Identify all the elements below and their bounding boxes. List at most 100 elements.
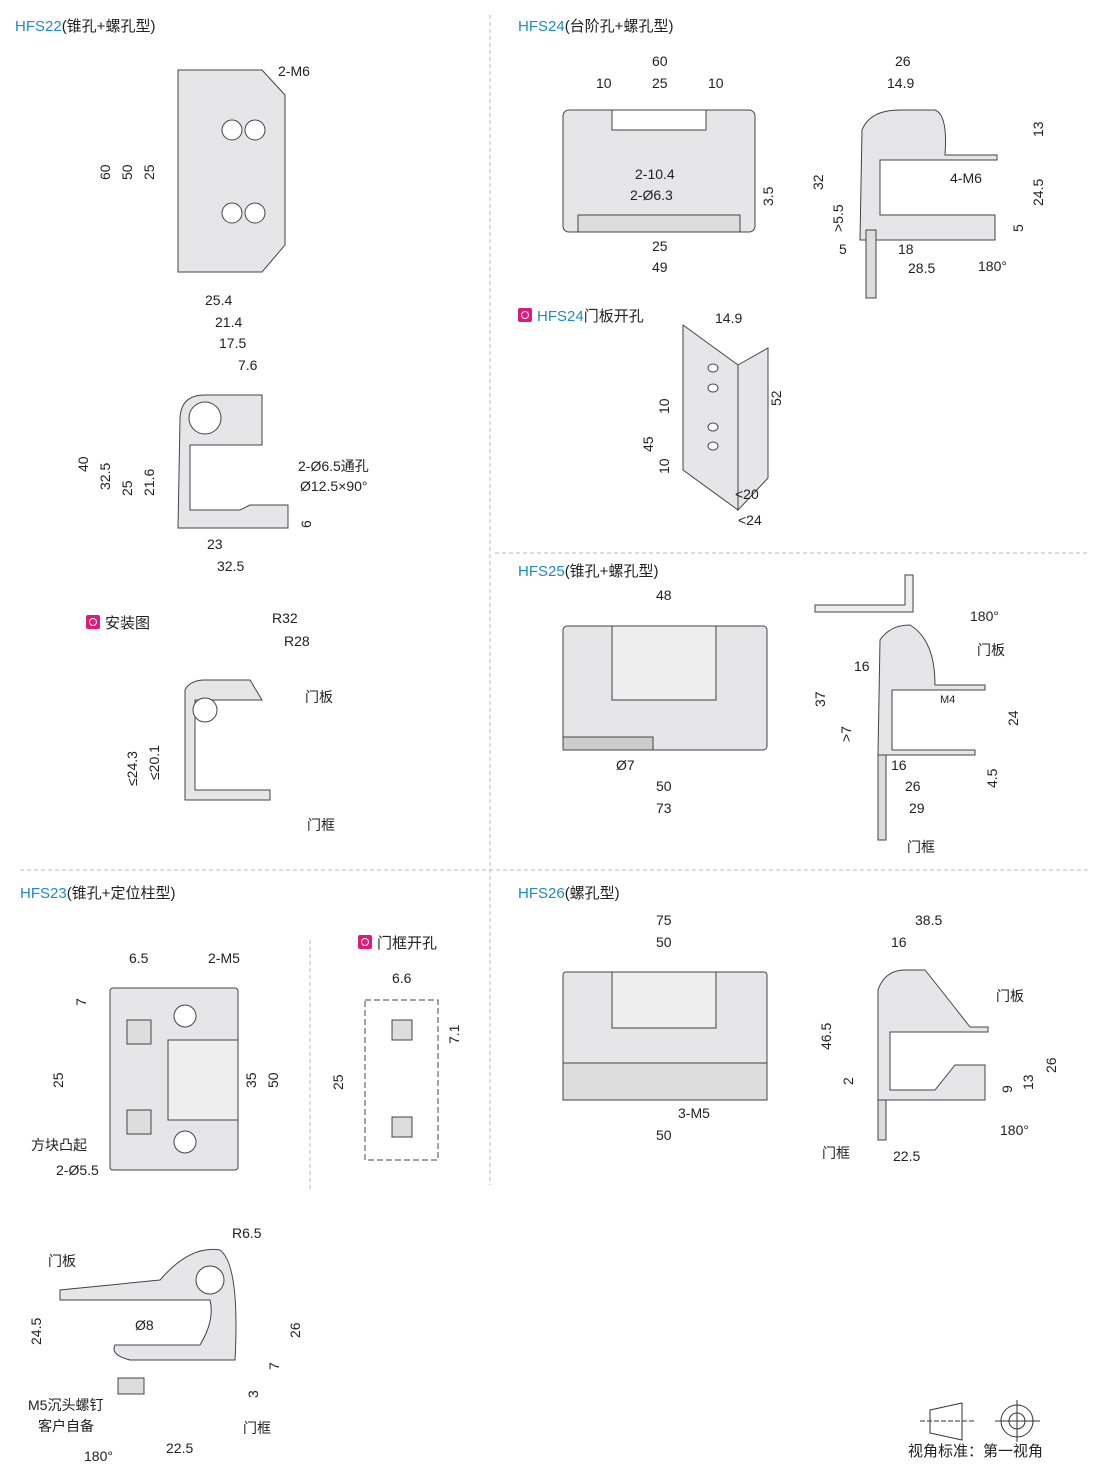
hfs26-dimension-label: 9 bbox=[999, 1085, 1015, 1093]
hfs23-dimension-label: 客户自备 bbox=[38, 1418, 94, 1434]
hfs25-dimension-label: 24 bbox=[1005, 710, 1021, 726]
hfs22-suffix: (锥孔+螺孔型) bbox=[61, 18, 156, 35]
hfs22-dimension-label: 21.4 bbox=[215, 314, 243, 330]
hfs24-dimension-label: 10 bbox=[656, 398, 672, 414]
hfs22-dimension-label: R32 bbox=[272, 610, 298, 626]
hfs23-dimension-label: 25 bbox=[50, 1072, 66, 1088]
hfs24-dimension-label: 26 bbox=[895, 53, 911, 69]
hfs22-dimension-label: ≤20.1 bbox=[146, 745, 162, 780]
hfs25-suffix: (锥孔+螺孔型) bbox=[564, 563, 659, 580]
hfs22-title: HFS22(锥孔+螺孔型) bbox=[15, 18, 155, 36]
hfs25-side-view bbox=[877, 624, 986, 756]
hfs24-dimension-label: 3.5 bbox=[760, 186, 776, 206]
hfs22-dimension-label: 门框 bbox=[307, 817, 335, 833]
hfs26-dimension-label: 46.5 bbox=[818, 1022, 834, 1050]
hfs24-dimension-label: 13 bbox=[1030, 121, 1046, 137]
hfs26-dimension-label: 门板 bbox=[996, 988, 1024, 1004]
hfs24-door-hole-code: HFS24 bbox=[537, 308, 584, 325]
hfs23-dimension-label: M5沉头螺钉 bbox=[28, 1397, 104, 1413]
hfs22-code: HFS22 bbox=[15, 18, 62, 35]
hfs22-dimension-label: 23 bbox=[207, 536, 223, 552]
hfs23-code: HFS23 bbox=[20, 885, 67, 902]
hfs24-title: HFS24(台阶孔+螺孔型) bbox=[518, 18, 673, 36]
hfs23-dimension-label: 2-M5 bbox=[208, 950, 240, 966]
hfs26-dimension-label: 门框 bbox=[822, 1145, 850, 1161]
hfs23-side-view bbox=[59, 1248, 237, 1361]
hfs24-dimension-label: 5 bbox=[1010, 224, 1026, 232]
hfs22-dimension-label: 17.5 bbox=[219, 335, 247, 351]
hfs23-dimension-label: 2-Ø5.5 bbox=[56, 1162, 99, 1178]
hfs26-dimension-label: 2 bbox=[840, 1077, 856, 1085]
hfs23-dimension-label: 26 bbox=[287, 1322, 303, 1338]
hfs25-dimension-label: 73 bbox=[656, 800, 672, 816]
section-dividers bbox=[20, 15, 1090, 1190]
hfs24-dimension-label: 32 bbox=[810, 174, 826, 190]
hfs26-suffix: (螺孔型) bbox=[564, 885, 620, 902]
hfs22-dimension-label: 25 bbox=[141, 164, 157, 180]
hfs22-dimension-label: 6 bbox=[298, 520, 314, 528]
hfs23-frame-hole-title: 门框开孔 bbox=[358, 935, 437, 953]
hfs25-dimension-label: >7 bbox=[838, 726, 854, 742]
hfs23-dimension-label: 3 bbox=[245, 1390, 261, 1398]
hfs25-dimension-label: 16 bbox=[891, 757, 907, 773]
marker-icon bbox=[518, 308, 532, 322]
hfs24-dimension-label: 10 bbox=[596, 75, 612, 91]
hfs22-dimension-label: 21.6 bbox=[141, 468, 157, 496]
hfs25-dimension-label: M4 bbox=[940, 694, 956, 706]
hfs23-dimension-label: 方块凸起 bbox=[31, 1137, 87, 1153]
hfs23-dimension-label: 25 bbox=[330, 1074, 346, 1090]
hfs22-dimension-label: 门板 bbox=[305, 689, 333, 705]
hfs25-dimension-label: 48 bbox=[656, 587, 672, 603]
hfs26-dimension-label: 13 bbox=[1020, 1074, 1036, 1090]
hfs25-dimension-label: 37 bbox=[812, 691, 828, 707]
hfs22-dimension-label: R28 bbox=[284, 633, 310, 649]
hfs24-code: HFS24 bbox=[518, 18, 565, 35]
frame-hole-text: 门框开孔 bbox=[377, 935, 438, 952]
hfs24-dimension-label: <24 bbox=[738, 512, 762, 528]
hfs23-dimension-label: 22.5 bbox=[166, 1440, 194, 1456]
hfs26-dimension-label: 22.5 bbox=[893, 1148, 921, 1164]
hfs24-suffix: (台阶孔+螺孔型) bbox=[564, 18, 674, 35]
hfs24-dimension-label: 18 bbox=[898, 241, 914, 257]
install-view bbox=[184, 679, 271, 801]
hfs25-dimension-label: 16 bbox=[854, 658, 870, 674]
hfs22-dimension-label: 50 bbox=[119, 164, 135, 180]
hfs24-dimension-label: 25 bbox=[652, 238, 668, 254]
hfs22-dimension-label: 2-Ø6.5通孔 bbox=[298, 458, 369, 474]
hfs24-dimension-label: 4-M6 bbox=[950, 170, 982, 186]
hfs22-dimension-label: Ø12.5×90° bbox=[300, 478, 368, 494]
hfs25-dimension-label: 26 bbox=[905, 778, 921, 794]
hfs26-code: HFS26 bbox=[518, 885, 565, 902]
hfs24-dimension-label: 45 bbox=[640, 436, 656, 452]
hfs23-dimension-label: 6.5 bbox=[129, 950, 149, 966]
hfs24-door-hole-view bbox=[682, 324, 739, 511]
hfs26-dimension-label: 38.5 bbox=[915, 912, 943, 928]
hfs23-dimension-label: 7 bbox=[73, 998, 89, 1006]
hfs23-dimension-label: 门板 bbox=[48, 1253, 76, 1269]
hfs25-title: HFS25(锥孔+螺孔型) bbox=[518, 563, 658, 581]
hfs25-code: HFS25 bbox=[518, 563, 565, 580]
hfs23-dimension-label: 35 bbox=[243, 1072, 259, 1088]
hfs23-dimension-label: 50 bbox=[265, 1072, 281, 1088]
hfs22-dimension-label: 40 bbox=[75, 456, 91, 472]
hfs23-suffix: (锥孔+定位柱型) bbox=[66, 885, 176, 902]
hfs24-dimension-label: 14.9 bbox=[715, 310, 743, 326]
hfs24-side-view bbox=[859, 109, 998, 241]
hfs22-dimension-label: 32.5 bbox=[217, 558, 245, 574]
marker-icon bbox=[86, 615, 100, 629]
hfs24-dimension-label: 25 bbox=[652, 75, 668, 91]
hfs26-dimension-label: 16 bbox=[891, 934, 907, 950]
hfs24-dimension-label: 2-10.4 bbox=[635, 166, 675, 182]
hfs23-dimension-label: 7.1 bbox=[446, 1024, 462, 1044]
hfs23-dimension-label: 180° bbox=[84, 1448, 113, 1464]
hfs25-dimension-label: 29 bbox=[909, 800, 925, 816]
hfs23-dimension-label: 6.6 bbox=[392, 970, 412, 986]
hfs22-dimension-label: 2-M6 bbox=[278, 63, 310, 79]
hfs26-dimension-label: 75 bbox=[656, 912, 672, 928]
hfs26-dimension-label: 26 bbox=[1043, 1057, 1059, 1073]
hfs23-dimension-label: 7 bbox=[266, 1362, 282, 1370]
hfs24-dimension-label: 52 bbox=[768, 390, 784, 406]
install-title-text: 安装图 bbox=[105, 615, 151, 632]
hfs23-dimension-label: Ø8 bbox=[135, 1317, 154, 1333]
hfs22-dimension-label: ≤24.3 bbox=[124, 751, 140, 786]
